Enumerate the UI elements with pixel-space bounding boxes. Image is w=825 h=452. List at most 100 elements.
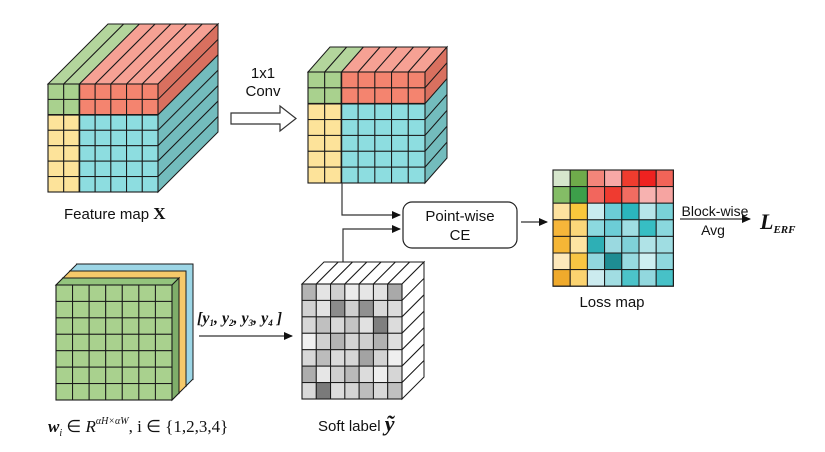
- grid-cell: [307, 134, 326, 152]
- weight-cell: [138, 366, 156, 385]
- weight-cell: [154, 300, 173, 319]
- loss-cell: [569, 235, 588, 254]
- grid-cell: [324, 119, 342, 136]
- grid-cell: [391, 150, 409, 168]
- grid-cell: [324, 103, 342, 121]
- weight-cell: [72, 350, 90, 368]
- grid-cell: [387, 365, 403, 384]
- grid-cell: [344, 349, 360, 367]
- grid-cell: [407, 134, 426, 152]
- grid-cell: [358, 299, 374, 318]
- grid-cell: [47, 176, 65, 193]
- grid-cell: [94, 145, 112, 162]
- grid-cell: [141, 114, 159, 131]
- grid-cell: [141, 129, 159, 147]
- grid-cell: [301, 299, 317, 318]
- loss-erf-symbol: LERF: [759, 209, 796, 236]
- grid-cell: [78, 98, 96, 116]
- grid-cell: [374, 103, 393, 121]
- grid-cell: [374, 71, 393, 89]
- grid-cell: [63, 98, 80, 116]
- cube-front-outline: [307, 71, 426, 184]
- grid-cell: [387, 382, 403, 400]
- weight-cell: [105, 350, 123, 368]
- loss-cell: [638, 169, 657, 188]
- weight-cell: [105, 383, 123, 401]
- weight-cell: [72, 333, 90, 352]
- conv-output-cube: [306, 45, 449, 185]
- weight-cell: [138, 317, 156, 335]
- conv-label-line2: Conv: [245, 83, 281, 100]
- grid-cell: [374, 119, 393, 136]
- weight-cell: [88, 284, 107, 302]
- loss-cell: [655, 252, 674, 271]
- grid-cell: [340, 150, 359, 168]
- weight-cell: [138, 284, 156, 302]
- weight-cell: [105, 333, 123, 352]
- grid-cell: [301, 365, 317, 384]
- grid-cell: [47, 160, 65, 178]
- weight-cell: [105, 366, 123, 385]
- grid-cell: [315, 299, 332, 318]
- weight-cell: [154, 383, 173, 401]
- grid-cell: [387, 299, 403, 318]
- grid-cell: [63, 114, 80, 131]
- grid-cell: [110, 83, 128, 100]
- grid-cell: [307, 87, 326, 105]
- loss-cell: [638, 202, 657, 221]
- grid-cell: [324, 150, 342, 168]
- grid-cell: [63, 160, 80, 178]
- loss-cell: [638, 252, 657, 271]
- grid-cell: [372, 382, 389, 400]
- grid-cell: [374, 134, 393, 152]
- grid-cell: [340, 87, 359, 105]
- grid-cell: [330, 332, 346, 351]
- weight-cell: [154, 350, 173, 368]
- grid-cell: [110, 145, 128, 162]
- grid-cell: [126, 129, 143, 147]
- loss-cell: [586, 169, 606, 188]
- loss-cell: [552, 169, 571, 188]
- weight-cell: [55, 300, 74, 319]
- grid-cell: [315, 382, 332, 400]
- weight-cell: [55, 366, 74, 385]
- loss-cell: [569, 186, 588, 204]
- pointwise-ce-line2: CE: [450, 227, 471, 244]
- grid-cell: [407, 119, 426, 136]
- grid-cell: [372, 365, 389, 384]
- loss-cell: [621, 269, 640, 287]
- grid-cell: [358, 332, 374, 351]
- grid-cell: [301, 332, 317, 351]
- grid-cell: [126, 114, 143, 131]
- weight-cell: [121, 317, 140, 335]
- grid-cell: [407, 166, 426, 184]
- pointwise-ce-box: [402, 201, 518, 249]
- grid-cell: [330, 365, 346, 384]
- grid-cell: [357, 87, 376, 105]
- grid-cell: [372, 316, 389, 334]
- loss-cell: [569, 202, 588, 221]
- weight-cell: [121, 333, 140, 352]
- grid-cell: [78, 176, 96, 193]
- weight-cell: [154, 317, 173, 335]
- grid-cell: [47, 83, 65, 100]
- grid-cell: [301, 316, 317, 334]
- block-avg-line1: Block-wise: [682, 203, 749, 219]
- vector-label: [y1, y2, y3, y4 ]: [197, 310, 282, 328]
- grid-cell: [126, 98, 143, 116]
- grid-cell: [307, 71, 326, 89]
- grid-cell: [141, 83, 159, 100]
- weight-cell: [154, 333, 173, 352]
- grid-cell: [301, 349, 317, 367]
- grid-cell: [307, 150, 326, 168]
- loss-map-grid: [552, 169, 674, 287]
- loss-cell: [621, 252, 640, 271]
- grid-cell: [330, 299, 346, 318]
- weight-cell: [55, 333, 74, 352]
- weight-front-outline: [55, 284, 173, 401]
- grid-cell: [372, 283, 389, 301]
- loss-cell: [604, 219, 623, 237]
- weights-stack: [54, 263, 194, 402]
- grid-cell: [358, 382, 374, 400]
- grid-cell: [78, 114, 96, 131]
